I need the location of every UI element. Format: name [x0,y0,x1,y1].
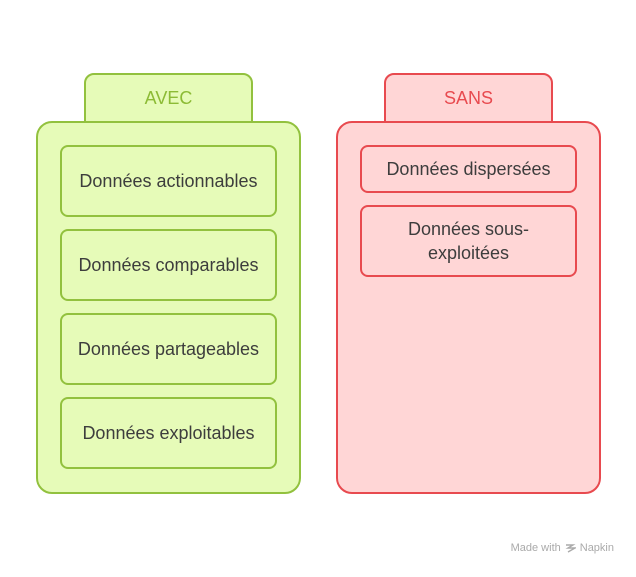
sans-title: SANS [443,87,494,108]
avec-item: Données exploitables [60,397,277,469]
avec-item: Données actionnables [60,145,277,217]
avec-item: Données comparables [60,229,277,301]
item-label: Données dispersées [386,159,551,179]
sans-tab: SANS [384,73,553,123]
made-with-text: Made with [510,542,561,554]
item-label: Données comparables [78,255,259,275]
sans-item: Données sous-exploitées [360,205,577,277]
item-label: Données sous-exploitées [407,219,530,263]
footer: Made with Napkin [511,542,614,554]
item-label: Données actionnables [79,171,258,191]
brand-text: Napkin [579,542,614,554]
sans-item: Données dispersées [360,145,577,193]
avec-item: Données partageables [60,313,277,385]
avec-tab: AVEC [84,73,253,123]
item-label: Données exploitables [82,423,255,443]
avec-title: AVEC [144,87,193,108]
item-label: Données partageables [77,339,260,359]
napkin-logo-icon [565,543,576,553]
